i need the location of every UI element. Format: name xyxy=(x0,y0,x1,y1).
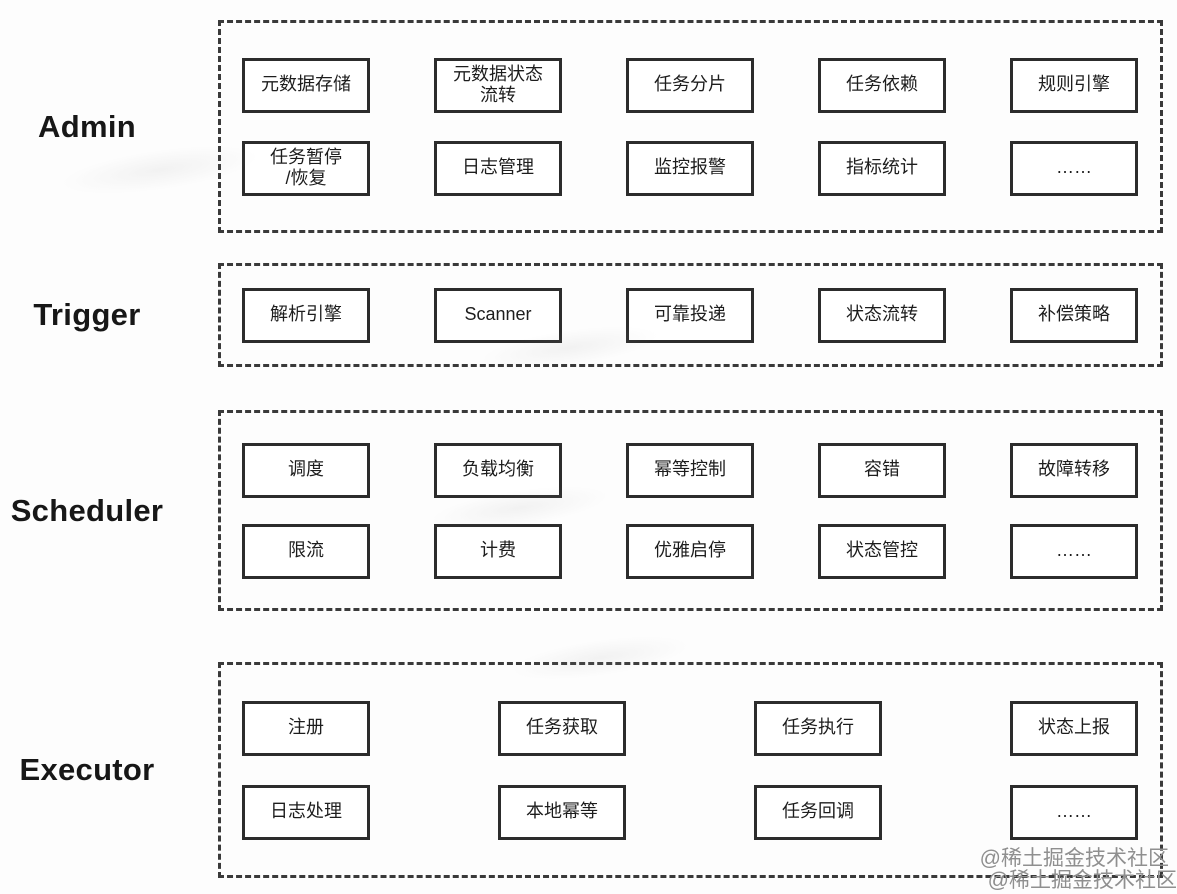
executor-modules-panel: 注册 任务获取 任务执行 状态上报日志处理 本地幂等 任务回调 …… xyxy=(218,662,1163,878)
module-box: 补偿策略 xyxy=(1010,287,1138,343)
section-label-admin: Admin xyxy=(38,108,136,144)
module-box: 优雅启停 xyxy=(626,523,754,579)
module-box: 元数据存储 xyxy=(242,57,370,113)
executor-module-row-1: 注册 任务获取 任务执行 状态上报 xyxy=(242,700,1138,756)
module-box: 限流 xyxy=(242,523,370,579)
module-box: 容错 xyxy=(818,442,946,498)
section-executor: Executor 注册 任务获取 任务执行 状态上报日志处理 本地幂等 任务回调 …… xyxy=(0,662,1163,878)
module-box: 任务依赖 xyxy=(818,57,946,113)
section-scheduler: Scheduler 调度 负载均衡 幂等控制 容错 故障转移限流 计费 优雅启停 状态管控 …… xyxy=(0,410,1163,611)
admin-modules-panel: 元数据存储 元数据状态 流转 任务分片 任务依赖 规则引擎任务暂停 /恢复 日志管理 监控报… xyxy=(218,20,1163,233)
module-box: 状态管控 xyxy=(818,523,946,579)
section-trigger: Trigger 解析引擎 Scanner 可靠投递 状态流转 补偿策略 xyxy=(0,263,1163,367)
module-box: 监控报警 xyxy=(626,140,754,196)
module-box: 规则引擎 xyxy=(1010,57,1138,113)
module-box: 状态上报 xyxy=(1010,700,1138,756)
module-box: …… xyxy=(1010,784,1138,840)
module-box: 负载均衡 xyxy=(434,442,562,498)
module-box: 日志管理 xyxy=(434,140,562,196)
section-label-scheduler: Scheduler xyxy=(10,492,164,528)
module-box: 状态流转 xyxy=(818,287,946,343)
module-box: 任务回调 xyxy=(754,784,882,840)
module-box: 调度 xyxy=(242,442,370,498)
scheduler-module-row-1: 调度 负载均衡 幂等控制 容错 故障转移 xyxy=(242,442,1138,498)
module-box: 故障转移 xyxy=(1010,442,1138,498)
module-box: 指标统计 xyxy=(818,140,946,196)
scheduler-module-row-2: 限流 计费 优雅启停 状态管控 …… xyxy=(242,523,1138,579)
section-label-executor: Executor xyxy=(19,752,155,787)
module-box: 元数据状态 流转 xyxy=(434,57,562,113)
module-box: 任务执行 xyxy=(754,700,882,756)
module-box: 任务分片 xyxy=(626,57,754,113)
module-box: 日志处理 xyxy=(242,784,370,840)
trigger-modules-panel: 解析引擎 Scanner 可靠投递 状态流转 补偿策略 xyxy=(218,263,1163,367)
module-box: …… xyxy=(1010,523,1138,579)
module-box: 可靠投递 xyxy=(626,287,754,343)
module-box: 任务暂停 /恢复 xyxy=(242,140,370,196)
executor-module-row-2: 日志处理 本地幂等 任务回调 …… xyxy=(242,784,1138,840)
section-label-trigger: Trigger xyxy=(33,297,141,332)
module-box: 注册 xyxy=(242,700,370,756)
module-box: 解析引擎 xyxy=(242,287,370,343)
module-box: 计费 xyxy=(434,523,562,579)
section-admin: Admin 元数据存储 元数据状态 流转 任务分片 任务依赖 规则引擎任务暂停 /恢复 日志… xyxy=(0,20,1163,233)
scheduler-modules-panel: 调度 负载均衡 幂等控制 容错 故障转移限流 计费 优雅启停 状态管控 …… xyxy=(218,410,1163,611)
module-box: Scanner xyxy=(434,287,562,343)
module-box: 任务获取 xyxy=(498,700,626,756)
module-box: …… xyxy=(1010,140,1138,196)
admin-module-row-1: 元数据存储 元数据状态 流转 任务分片 任务依赖 规则引擎 xyxy=(242,57,1138,113)
admin-module-row-2: 任务暂停 /恢复 日志管理 监控报警 指标统计 …… xyxy=(242,140,1138,196)
module-box: 本地幂等 xyxy=(498,784,626,840)
trigger-module-row-1: 解析引擎 Scanner 可靠投递 状态流转 补偿策略 xyxy=(242,287,1138,343)
module-box: 幂等控制 xyxy=(626,442,754,498)
